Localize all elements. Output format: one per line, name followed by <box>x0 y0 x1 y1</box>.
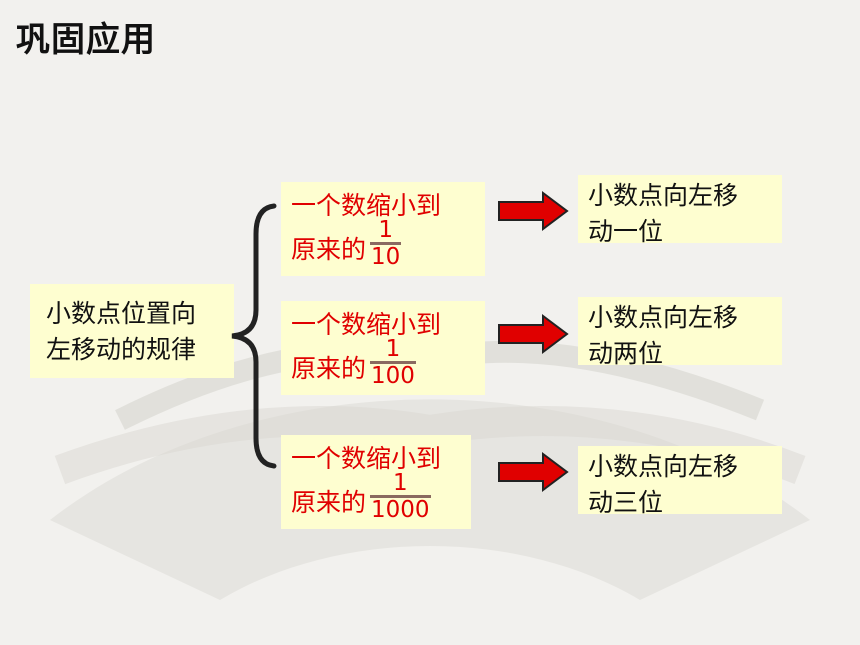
result-box-2: 小数点向左移 动两位 <box>578 297 782 368</box>
fraction-bar <box>370 495 431 498</box>
condition-line-2: 原来的 <box>291 488 367 517</box>
right-arrow-icon <box>498 191 569 231</box>
condition-box-1: 一个数缩小到 原来的 1 10 <box>281 182 485 276</box>
fraction-numerator: 1 <box>385 336 401 362</box>
condition-line-1: 一个数缩小到 <box>291 444 442 473</box>
fraction: 1 1000 <box>370 470 431 523</box>
result-box-3: 小数点向左移 动三位 <box>578 446 782 517</box>
result-line-1: 小数点向左移 <box>588 452 739 481</box>
fraction-numerator: 1 <box>378 217 393 243</box>
result-line-2: 动三位 <box>588 488 664 517</box>
fraction-denominator: 1000 <box>371 497 430 523</box>
condition-box-2: 一个数缩小到 原来的 1 100 <box>281 301 485 395</box>
condition-line-1: 一个数缩小到 <box>291 310 442 339</box>
result-line-1: 小数点向左移 <box>588 303 739 332</box>
fraction-numerator: 1 <box>392 470 408 496</box>
condition-line-1: 一个数缩小到 <box>291 191 442 220</box>
rule-line-2: 左移动的规律 <box>46 335 197 364</box>
result-line-1: 小数点向左移 <box>588 181 739 210</box>
fraction: 1 100 <box>370 336 416 389</box>
condition-box-3: 一个数缩小到 原来的 1 1000 <box>281 435 471 529</box>
fraction: 1 10 <box>370 217 402 270</box>
result-line-2: 动一位 <box>588 217 664 246</box>
fraction-denominator: 100 <box>371 363 415 389</box>
condition-line-2: 原来的 <box>291 354 367 383</box>
curly-brace <box>231 203 277 469</box>
rule-line-1: 小数点位置向 <box>46 299 197 328</box>
fraction-bar <box>370 242 402 245</box>
fraction-denominator: 10 <box>371 244 401 270</box>
result-line-2: 动两位 <box>588 339 664 368</box>
slide-title: 巩固应用 <box>16 20 156 60</box>
right-arrow-icon <box>498 314 569 354</box>
right-arrow-icon <box>498 452 569 492</box>
result-box-1: 小数点向左移 动一位 <box>578 175 782 246</box>
rule-box: 小数点位置向 左移动的规律 <box>30 284 234 378</box>
condition-line-2: 原来的 <box>291 235 367 264</box>
fraction-bar <box>370 361 416 364</box>
